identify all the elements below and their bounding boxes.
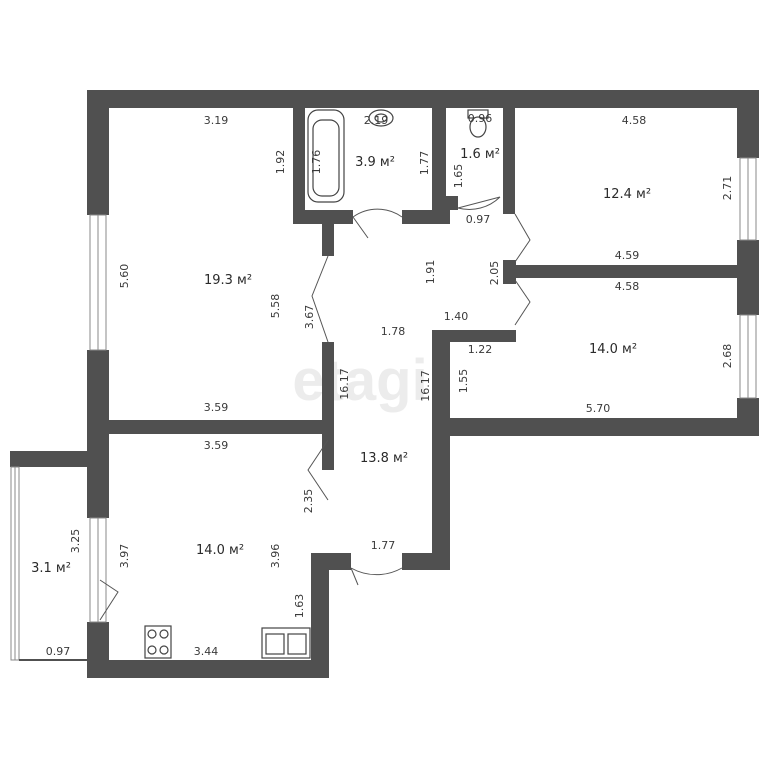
dim-living-bottom: 3.59 [204, 401, 229, 414]
fixtures [144, 109, 489, 659]
walls [10, 90, 759, 678]
wall-hall-bottom-left [311, 553, 351, 570]
wall-kitchen-left-upper [87, 420, 109, 518]
dim-hall-long-left: 16.17 [338, 368, 351, 400]
area-toilet: 1.6 м² [460, 147, 500, 162]
wall-outer-left-upper [87, 90, 109, 215]
bathtub-inner [312, 119, 340, 197]
dim-hall-kitchen-door: 2.35 [302, 489, 315, 514]
wall-balcony-top [10, 451, 107, 467]
dim-hall-w: 1.78 [381, 325, 406, 338]
door-toilet [457, 196, 501, 210]
area-bedroom-top-right: 12.4 м² [603, 187, 651, 202]
wall-toilet-bottom [446, 196, 458, 210]
dim-living-nook: 1.92 [274, 150, 287, 175]
dim-living-right: 5.58 [269, 294, 282, 319]
wall-bedroom-bottom [435, 418, 759, 436]
door-balcony [99, 579, 119, 621]
stove-burner [147, 645, 157, 655]
wall-bedroom-divider-stub [503, 260, 516, 284]
dim-hall-step: 1.40 [444, 310, 469, 323]
area-kitchen: 14.0 м² [196, 543, 244, 558]
area-bedroom-right: 14.0 м² [589, 342, 637, 357]
wall-outer-right-top [737, 90, 759, 158]
dim-br2-notch-h: 1.55 [457, 369, 470, 394]
wall-hall-right [432, 330, 450, 570]
wall-kitchen-bottom [87, 660, 327, 678]
dim-hall-bottom: 1.77 [371, 539, 396, 552]
dim-br1-top: 4.58 [622, 114, 647, 127]
dim-bath-top: 2.19 [364, 114, 389, 127]
door-entrance [350, 567, 403, 586]
dim-hall-left: 3.67 [303, 305, 316, 330]
door-bathroom [352, 208, 403, 239]
dim-hall-upper: 1.91 [424, 260, 437, 285]
wall-bath-right [432, 104, 446, 224]
dim-br2-top: 4.58 [615, 280, 640, 293]
door-bedroom-right [514, 279, 531, 326]
door-living [311, 255, 329, 343]
dim-toilet-side: 1.65 [452, 164, 465, 189]
dim-balcony-bottom: 0.97 [46, 645, 71, 658]
dim-hall-long-right: 16.17 [419, 370, 432, 402]
wall-living-kitchen [109, 420, 332, 434]
area-balcony: 3.1 м² [31, 561, 71, 576]
area-bathroom: 3.9 м² [355, 155, 395, 170]
door-bedroom-top [514, 213, 531, 263]
dim-kitchen-right: 3.96 [269, 544, 282, 569]
wall-bath-bottom-left [293, 210, 353, 224]
dim-br2-right: 2.68 [721, 344, 734, 369]
dim-toilet-top: 0.96 [468, 112, 493, 125]
wall-living-right-mid [322, 342, 334, 470]
stove-burner [159, 645, 169, 655]
dim-kitchen-top: 3.59 [204, 439, 229, 452]
dim-toilet-door: 0.97 [466, 213, 491, 226]
dimension-labels: 3.19 3.59 2.19 0.96 0.97 4.58 4.59 4.58 … [46, 112, 734, 658]
wall-outer-top [87, 90, 759, 108]
wall-outer-left-lower [87, 350, 109, 440]
basin-inner [374, 113, 388, 123]
stove-burner [159, 629, 169, 639]
area-living-room: 19.3 м² [204, 273, 252, 288]
dim-hall-door: 2.05 [488, 261, 501, 286]
toilet-icon [469, 116, 487, 138]
stove-burner [147, 629, 157, 639]
area-labels: 19.3 м² 3.9 м² 1.6 м² 12.4 м² 14.0 м² 13… [31, 147, 651, 576]
area-hallway: 13.8 м² [360, 451, 408, 466]
wall-hall-bottom-right [402, 553, 450, 570]
dim-bath-right: 1.77 [418, 151, 431, 176]
dim-br1-bottom: 4.59 [615, 249, 640, 262]
dim-kitchen-left: 3.97 [118, 544, 131, 569]
dim-living-left: 5.60 [118, 264, 131, 289]
dim-balcony-side: 3.25 [69, 529, 82, 554]
dim-br2-notch-w: 1.22 [468, 343, 493, 356]
sink-bowl [287, 633, 307, 655]
dim-kitchen-bottom: 3.44 [194, 645, 219, 658]
wall-hall-notch [432, 330, 516, 342]
dim-living-top: 3.19 [204, 114, 229, 127]
wall-kitchen-right [311, 555, 329, 678]
doors [99, 196, 531, 621]
wall-living-right-top [322, 224, 334, 256]
window-mullions [14, 158, 749, 660]
dim-br2-bottom: 5.70 [586, 402, 611, 415]
wall-toilet-right [503, 104, 515, 214]
dim-kitchen-corner: 1.63 [293, 594, 306, 619]
door-kitchen [307, 439, 329, 501]
wall-bath-left [293, 104, 305, 224]
dim-bath-left: 1.76 [310, 150, 323, 175]
dim-br1-right: 2.71 [721, 176, 734, 201]
wall-bedroom-divider [503, 265, 759, 278]
sink-bowl [265, 633, 285, 655]
watermark: etagi [292, 348, 427, 413]
